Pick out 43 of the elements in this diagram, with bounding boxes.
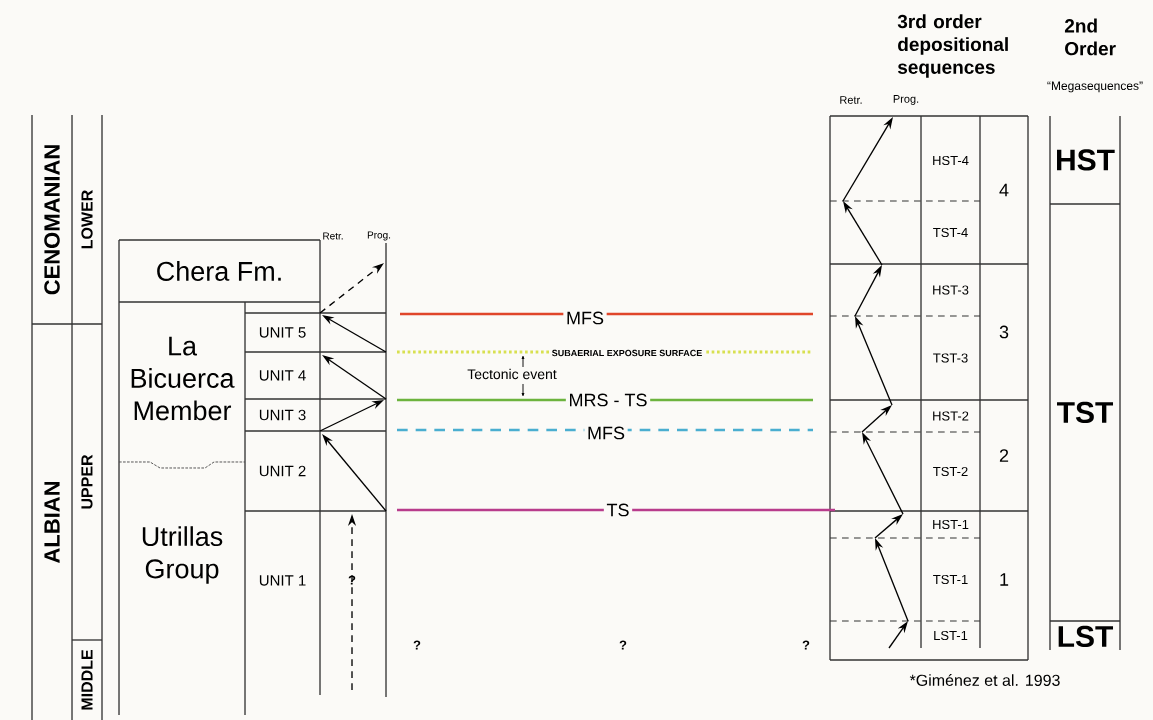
stage-label: ALBIAN <box>44 481 60 563</box>
systems-tract-label: TST-4 <box>933 227 968 238</box>
sequence-number: 4 <box>999 183 1009 197</box>
unit-label: UNIT 4 <box>259 370 306 381</box>
systems-tract-label: HST-4 <box>933 155 969 166</box>
systems-tract-label: LST-1 <box>934 630 968 641</box>
sequence-number: 1 <box>1000 573 1009 586</box>
axis-label: Retr. <box>323 232 343 240</box>
column-subheading: “Megasequences” <box>1047 81 1143 93</box>
systems-tract-label: TST-1 <box>933 574 968 585</box>
unit-label: UNIT 2 <box>259 465 306 477</box>
substage-label: LOWER <box>81 190 93 249</box>
surface-label: SUBAERIAL EXPOSURE SURFACE <box>549 347 705 359</box>
column-heading: 2nd Order <box>1064 18 1116 56</box>
question-mark: ? <box>413 640 421 650</box>
substage-label: UPPER <box>81 454 93 509</box>
axis-label: Prog. <box>893 95 919 105</box>
citation-note: *Giménez et al. 1993 <box>909 674 1060 686</box>
group-label: Utrillas Group <box>142 526 223 584</box>
question-mark: ? <box>348 575 356 585</box>
sequence-number: 2 <box>999 449 1009 462</box>
unit-label: UNIT 3 <box>259 409 306 421</box>
systems-tract-label: TST-2 <box>933 466 968 477</box>
substage-label: MIDDLE <box>81 649 93 710</box>
systems-tract-label: HST-2 <box>933 411 969 421</box>
unit-label: UNIT 5 <box>259 327 306 338</box>
member-label: La Bicuerca Member <box>131 336 235 421</box>
systems-tract-label: HST-1 <box>933 519 969 530</box>
column-heading: 3rd order depositional sequences <box>897 14 1008 78</box>
question-mark: ? <box>802 640 810 650</box>
megasequence-label: LST <box>1058 625 1113 648</box>
question-mark: ? <box>619 640 627 650</box>
event-label: Tectonic event <box>467 368 557 380</box>
sequence-number: 3 <box>999 325 1009 339</box>
systems-tract-label: HST-3 <box>933 285 969 295</box>
axis-label: Retr. <box>840 96 862 104</box>
megasequence-label: TST <box>1057 401 1113 424</box>
systems-tract-label: TST-3 <box>933 353 968 363</box>
axis-label: Prog. <box>367 231 391 241</box>
formation-label: Chera Fm. <box>157 261 281 281</box>
megasequence-label: HST <box>1057 149 1115 171</box>
stage-label: CENOMANIAN <box>44 145 60 295</box>
unit-label: UNIT 1 <box>259 575 306 586</box>
